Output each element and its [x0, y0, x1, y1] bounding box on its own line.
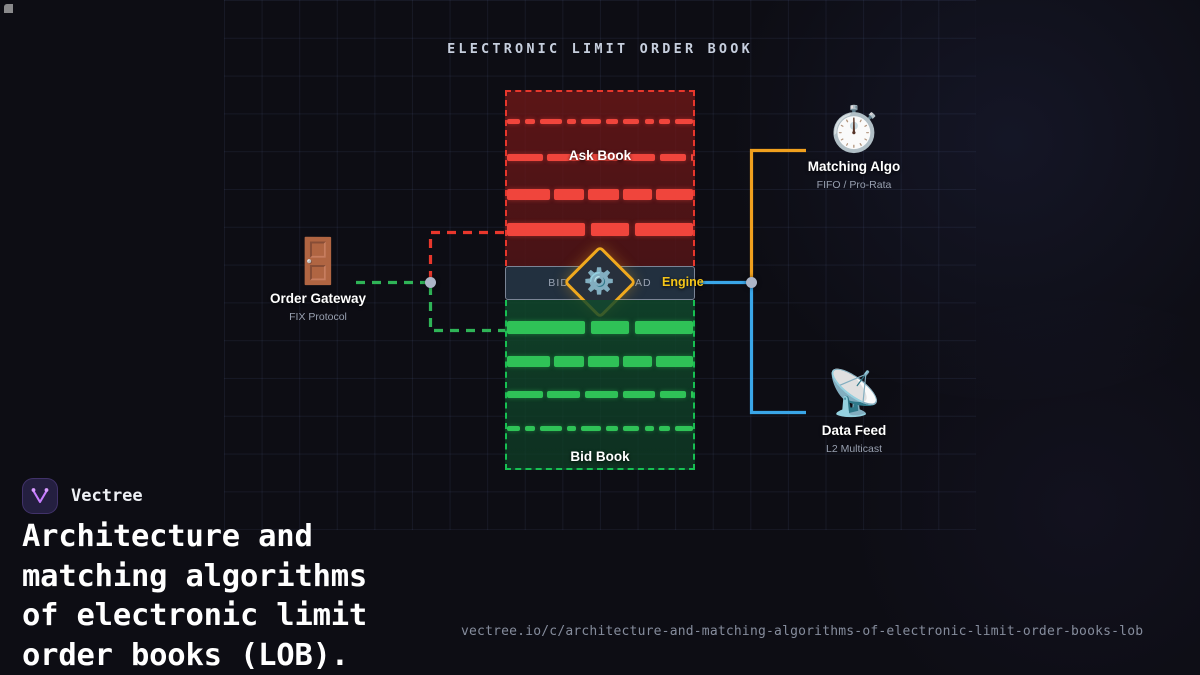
node-data-feed-title: Data Feed	[821, 423, 887, 438]
node-order-gateway[interactable]: 🚪 Order Gateway FIX Protocol	[238, 232, 398, 324]
depth-segment	[554, 356, 584, 367]
node-data-feed-subtitle: L2 Multicast	[825, 443, 883, 455]
depth-segment	[644, 119, 654, 124]
depth-gap	[618, 391, 623, 398]
depth-gap	[639, 426, 644, 431]
depth-segment	[690, 154, 693, 161]
headline-line-4: order books (LOB).	[22, 637, 349, 673]
depth-segment	[587, 189, 619, 200]
depth-segment	[507, 426, 520, 431]
door-icon: 🚪	[290, 237, 346, 286]
depth-row	[507, 119, 693, 124]
headline-line-1: Architecture and	[22, 519, 313, 554]
depth-row	[507, 189, 694, 200]
depth-segment	[622, 189, 653, 200]
depth-segment	[540, 426, 562, 431]
depth-segment	[675, 426, 693, 431]
branding-row: Vectree	[22, 478, 143, 514]
depth-segment	[659, 391, 686, 398]
depth-segment	[585, 154, 618, 161]
depth-gap	[585, 223, 591, 236]
depth-segment	[554, 189, 584, 200]
page-title: Architecture and matching algorithms of …	[22, 517, 492, 675]
bid-book-panel[interactable]	[505, 300, 695, 470]
depth-segment	[581, 119, 601, 124]
footer-url: vectree.io/c/architecture-and-matching-a…	[461, 624, 1144, 639]
depth-segment	[658, 119, 670, 124]
depth-segment	[656, 356, 694, 367]
depth-segment	[590, 321, 630, 334]
depth-segment	[524, 119, 535, 124]
depth-segment	[606, 119, 618, 124]
depth-row	[507, 223, 693, 236]
depth-segment	[566, 426, 576, 431]
depth-segment	[675, 119, 693, 124]
depth-segment	[507, 321, 585, 334]
depth-segment	[547, 154, 581, 161]
headline-line-2: matching algorithms	[22, 558, 368, 594]
depth-segment	[524, 426, 535, 431]
depth-segment	[656, 189, 694, 200]
depth-segment	[566, 119, 576, 124]
node-data-feed[interactable]: 📡 Data Feed L2 Multicast	[774, 364, 934, 456]
depth-gap	[686, 391, 691, 398]
depth-segment	[507, 356, 551, 367]
depth-segment	[587, 356, 619, 367]
depth-segment	[623, 426, 640, 431]
depth-segment	[581, 426, 601, 431]
ask-book-label: Ask Book	[568, 148, 632, 163]
stopwatch-icon: ⏱️	[826, 105, 882, 154]
bid-book-label: Bid Book	[570, 449, 630, 464]
depth-segment	[507, 119, 520, 124]
gear-icon: ⚙️	[584, 267, 616, 296]
depth-segment	[634, 223, 693, 236]
connector-hub-right	[746, 277, 757, 288]
depth-gap	[585, 321, 591, 334]
depth-segment	[507, 223, 585, 236]
depth-segment	[634, 321, 693, 334]
depth-row	[507, 321, 693, 334]
diagram-title: ELECTRONIC LIMIT ORDER BOOK	[447, 41, 753, 57]
depth-segment	[644, 426, 654, 431]
depth-row	[507, 391, 693, 398]
depth-segment	[507, 189, 551, 200]
depth-segment	[622, 154, 656, 161]
depth-segment	[547, 391, 581, 398]
connector-hub-left	[425, 277, 436, 288]
node-matching-algo-title: Matching Algo	[807, 159, 901, 174]
bid-book-depth-rows	[507, 300, 694, 468]
depth-segment	[606, 426, 618, 431]
node-order-gateway-title: Order Gateway	[269, 291, 367, 306]
satellite-icon: 📡	[826, 369, 882, 418]
depth-segment	[623, 119, 640, 124]
depth-segment	[590, 223, 630, 236]
depth-segment	[585, 391, 618, 398]
depth-segment	[540, 119, 562, 124]
depth-segment	[659, 154, 686, 161]
depth-segment	[622, 391, 656, 398]
headline-line-3: of electronic limit	[22, 598, 368, 634]
node-matching-algo-subtitle: FIFO / Pro-Rata	[816, 179, 892, 191]
depth-segment	[622, 356, 653, 367]
depth-segment	[658, 426, 670, 431]
depth-segment	[507, 154, 543, 161]
depth-gap	[639, 119, 644, 124]
depth-segment	[690, 391, 693, 398]
ask-book-depth-rows	[507, 92, 694, 266]
depth-row	[507, 356, 694, 367]
brand-name: Vectree	[71, 486, 143, 506]
ask-book-panel[interactable]	[505, 90, 695, 266]
depth-row	[507, 426, 693, 431]
node-order-gateway-subtitle: FIX Protocol	[289, 311, 347, 323]
depth-segment	[507, 391, 543, 398]
node-matching-algo[interactable]: ⏱️ Matching Algo FIFO / Pro-Rata	[774, 100, 934, 192]
engine-label: Engine	[662, 275, 704, 289]
depth-row	[507, 154, 693, 161]
vectree-logo-icon	[22, 478, 58, 514]
